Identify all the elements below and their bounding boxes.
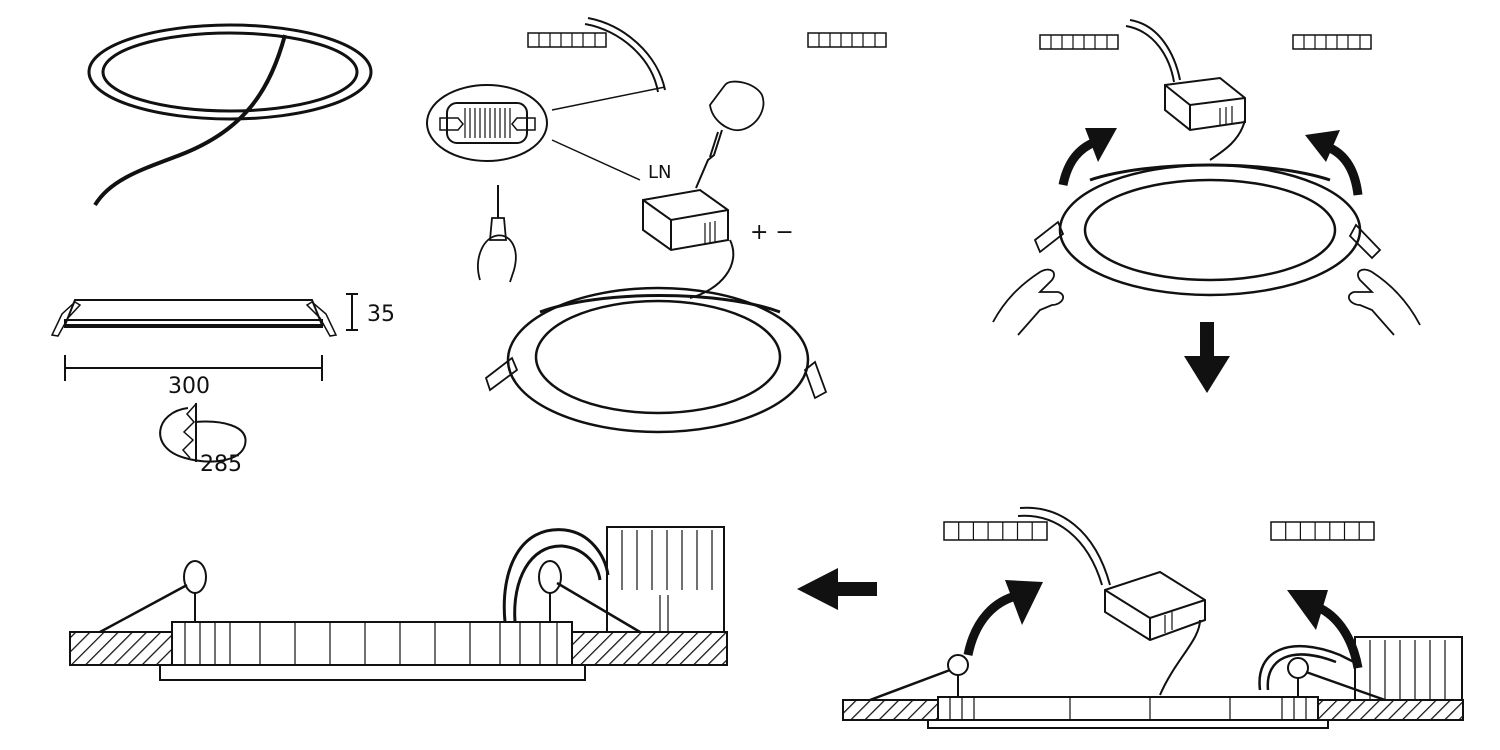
placeholder-box-4 (1292, 34, 1372, 50)
height-dimension: 35 (346, 293, 395, 331)
arrow-up-right-icon (1058, 128, 1117, 187)
led-driver-box (642, 188, 729, 252)
right-hand-icon (1347, 268, 1421, 336)
right-spring-clip (502, 528, 641, 634)
cable (1129, 19, 1181, 81)
round-panel-top-view (87, 23, 373, 207)
cutout-dimension: 285 (159, 403, 247, 477)
arrow-left-icon (797, 568, 877, 610)
driver-box-floating (1104, 570, 1206, 642)
placeholder-box-5 (943, 521, 1048, 541)
width-label: 300 (168, 374, 210, 399)
left-hand-icon (992, 268, 1065, 336)
ceiling-left-section (69, 631, 173, 666)
panel-cross-section (927, 696, 1329, 729)
mains-cable (587, 17, 666, 91)
arrow-down-icon (1184, 322, 1230, 393)
height-label: 35 (367, 302, 395, 327)
left-clip (1033, 220, 1065, 254)
driver-box-in-ceiling (606, 526, 725, 633)
step-2-wiring: LN + − (426, 17, 828, 434)
placeholder-box-2 (807, 32, 887, 48)
cutout-label: 285 (200, 452, 242, 477)
arrow-up-left-icon (1305, 130, 1363, 196)
width-dimension: 300 (64, 355, 323, 399)
connector-detail (426, 84, 666, 181)
driver-box-in-ceiling (1354, 636, 1463, 701)
right-clip (803, 360, 828, 400)
left-spring-clip (869, 654, 969, 702)
driver-output-cable (689, 239, 735, 299)
right-clip (1348, 223, 1382, 260)
panel-side-view (50, 299, 338, 337)
ceiling-right-section (1317, 699, 1464, 721)
power-cable (93, 34, 287, 207)
arrow-up-right-icon (963, 580, 1043, 656)
right-spring-clip (1258, 645, 1386, 702)
left-spring-clip (50, 301, 82, 337)
step-5-installed (69, 526, 728, 681)
terminal-label: LN (648, 162, 672, 183)
step-4-insert-into-ceiling (842, 506, 1464, 729)
arrow-up-left-icon (1287, 590, 1363, 669)
panel-cross-section (159, 621, 586, 681)
step-3-bend-clips (992, 19, 1421, 393)
placeholder-box-3 (1039, 34, 1119, 50)
step-1-fixture-dimensions: 35 300 285 (50, 23, 395, 477)
left-clip (484, 356, 519, 392)
panel-perspective (1033, 163, 1382, 297)
panel-perspective (484, 286, 828, 434)
led-driver-box (1164, 76, 1246, 132)
right-spring-clip (305, 301, 338, 337)
ceiling-right-section (571, 631, 728, 666)
left-spring-clip (99, 560, 207, 634)
placeholder-box-1 (527, 32, 607, 48)
placeholder-box-6 (1270, 521, 1375, 541)
screwdriver-hand-right (695, 80, 765, 189)
ceiling-left-section (842, 699, 939, 721)
screwdriver-hand-left (477, 185, 517, 283)
polarity-label: + − (750, 220, 794, 245)
